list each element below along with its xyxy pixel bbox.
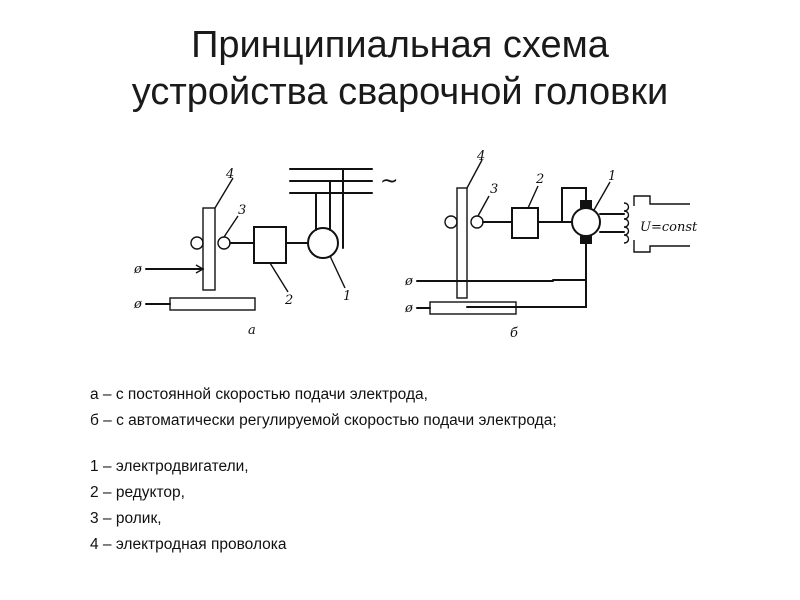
diagram-b: 4 3 2 1 U=const ø (404, 149, 698, 341)
diagram-b-leader-3 (477, 195, 490, 217)
diagram-a-reducer (253, 226, 287, 264)
diagram-a-terminal-2-symbol: ø (133, 297, 142, 312)
welding-head-schematic: 4 3 2 1 ~ ø ø а (133, 149, 698, 341)
diagram-b-label-3: 3 (490, 182, 498, 197)
legend-item-1: 1 – электродвигатели, (90, 458, 249, 475)
diagram-a-roller-left (190, 236, 204, 250)
diagram-a-leader-4 (214, 177, 234, 209)
diagram-a-label-4: 4 (225, 167, 234, 182)
legend-item-4: 4 – электродная проволока (90, 536, 287, 553)
title-line-2: устройства сварочной головки (131, 71, 669, 113)
diagram-a-caption: а (248, 323, 256, 338)
legend-line-a: а – с постоянной скоростью подачи электр… (90, 386, 428, 403)
diagram-b-field-winding (623, 202, 630, 244)
diagram-a-roller-right (217, 236, 231, 250)
diagram-b-leader-2 (527, 185, 539, 209)
diagram-a-electrode-wire (202, 207, 216, 291)
diagram-a-label-3: 3 (238, 203, 246, 218)
diagram-b-terminal-1-symbol: ø (404, 274, 413, 289)
legend-item-3: 3 – ролик, (90, 510, 162, 527)
diagram-b-motor (571, 207, 601, 237)
legend-item-2: 2 – редуктор, (90, 484, 185, 501)
diagram-b-brush-bottom (580, 236, 592, 244)
diagram-b-caption: б (510, 326, 518, 341)
diagram-a-workpiece (169, 297, 256, 311)
diagram-b-brush-top (580, 200, 592, 208)
diagram-a-terminal-1-symbol: ø (133, 262, 142, 277)
diagram-a-label-2: 2 (284, 293, 293, 308)
page-title: Принципиальная схема устройства сварочно… (0, 22, 800, 116)
diagram-b-brush-loop (561, 187, 587, 223)
diagram-b-reducer (511, 207, 539, 239)
diagram-b-roller-left (444, 215, 458, 229)
diagram-a-label-1: 1 (343, 289, 351, 304)
diagram-b-terminal-2-symbol: ø (404, 301, 413, 316)
diagram-b-electrode-wire (456, 187, 468, 299)
diagram-b-roller-right (470, 215, 484, 229)
diagram-b-label-4: 4 (476, 149, 485, 164)
diagram-a-leader-2 (269, 262, 289, 293)
diagram-b-feedback-wire-2 (466, 279, 587, 308)
diagram-a-arrow-icon (195, 264, 205, 274)
legend: а – с постоянной скоростью подачи электр… (90, 382, 557, 558)
diagram-a: 4 3 2 1 ~ ø ø а (133, 167, 398, 338)
diagram-b-feedback-wire-1 (552, 243, 587, 281)
legend-spacer (90, 434, 557, 454)
diagram-b-u-const-label: U=const (640, 220, 698, 235)
diagram-b-label-1: 1 (608, 169, 616, 184)
diagram-a-leader-3 (223, 215, 239, 238)
diagram-a-ac-symbol: ~ (380, 169, 398, 194)
diagram-b-supply-bracket-bottom (633, 240, 690, 253)
diagram-b-label-2: 2 (535, 172, 544, 187)
diagram-b-leader-1 (593, 181, 611, 211)
title-line-1: Принципиальная схема (191, 24, 609, 66)
diagram-b-workpiece (429, 301, 517, 315)
diagram-a-leader-1 (329, 255, 346, 289)
diagram-a-motor (307, 227, 339, 259)
legend-line-b: б – с автоматически регулируемой скорост… (90, 412, 557, 429)
diagram-b-supply-bracket-top (633, 195, 690, 206)
diagram-b-leader-4 (466, 159, 483, 189)
